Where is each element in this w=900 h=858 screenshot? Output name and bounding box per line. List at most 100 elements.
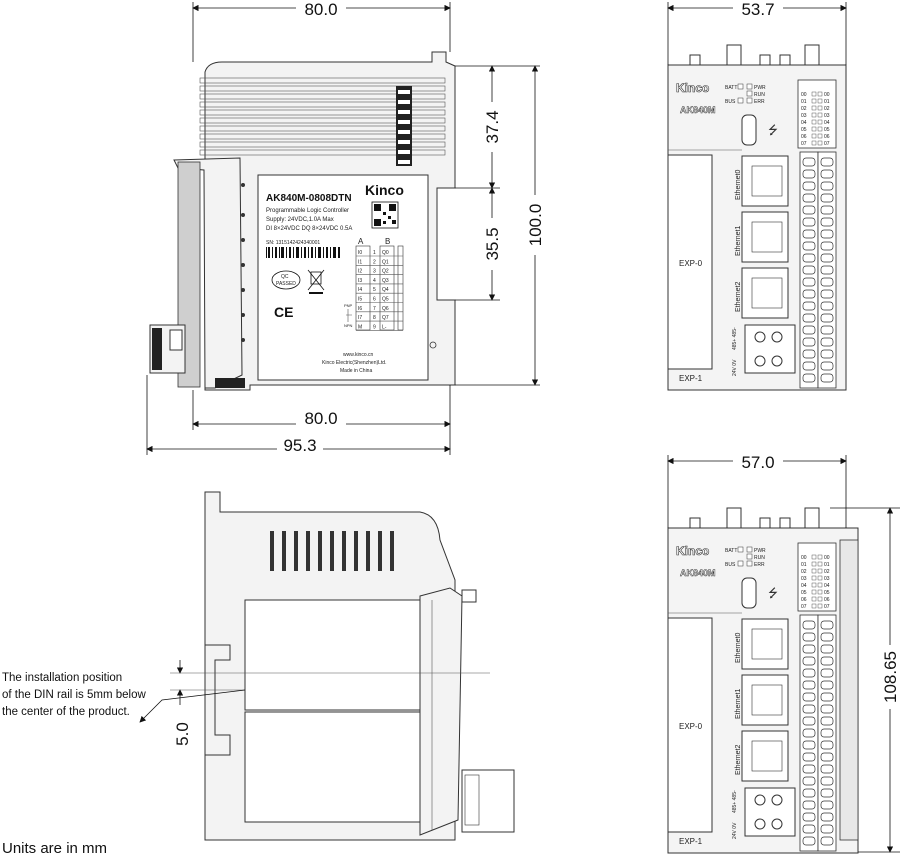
dim-rail-offset: 5.0 [173, 722, 192, 746]
terminal-slot [802, 337, 816, 347]
terminal-slot [802, 313, 816, 323]
dim-bottom-width: 80.0 [304, 409, 337, 428]
input-led [811, 105, 817, 111]
output-led [817, 589, 823, 595]
input-label: I5 [358, 297, 362, 303]
input-led-label: 00 [801, 92, 807, 98]
terminal-slot [802, 301, 816, 311]
terminal-block-dark [396, 86, 412, 166]
output-label: Q2 [382, 269, 389, 275]
front2-ethernet1-label: Ethernet1 [735, 689, 742, 719]
terminal-slot [802, 776, 816, 786]
dim-front-width: 53.7 [741, 0, 774, 19]
terminal-slot [820, 680, 834, 690]
terminal-slot [802, 704, 816, 714]
terminal-slot [820, 241, 834, 251]
terminal-slot [802, 361, 816, 371]
din-rail-note: The installation position of the DIN rai… [2, 670, 146, 721]
front2-ethernet0-label: Ethernet0 [735, 633, 742, 663]
col-b: B [385, 237, 390, 246]
batt-label: BATT [725, 85, 737, 91]
output-led-label: 06 [824, 134, 830, 140]
terminal-slot [820, 764, 834, 774]
input-led-label: 01 [801, 99, 807, 105]
terminal-slot [802, 205, 816, 215]
ethernet0-label: Ethernet0 [735, 170, 742, 200]
dim-upper-height: 37.4 [483, 110, 502, 143]
output-led-label: 01 [824, 99, 830, 105]
power-top-label: 485+ 485- [732, 327, 738, 350]
front2-power-top-label: 485+ 485- [732, 790, 738, 813]
pin-number: 5 [373, 287, 376, 293]
output-led [817, 133, 823, 139]
terminal-slot [802, 169, 816, 179]
output-led-label: 02 [824, 106, 830, 112]
input-led-label: 01 [801, 562, 807, 568]
terminal-slot [802, 692, 816, 702]
terminal-slot [820, 824, 834, 834]
terminal-slot [820, 644, 834, 654]
output-led [817, 554, 823, 560]
err-label: ERR [754, 99, 765, 105]
terminal-slot [820, 632, 834, 642]
power-bottom-label: 24V 0V [732, 359, 738, 376]
input-led [811, 568, 817, 574]
terminal-slot [802, 752, 816, 762]
label-brand: Kinco [365, 182, 404, 198]
exp-slot [667, 154, 713, 370]
terminal-slot [820, 776, 834, 786]
pin-number: 1 [373, 250, 376, 256]
output-led [817, 561, 823, 567]
cover-upper [244, 599, 426, 711]
label-io: DI 8×24VDC DQ 8×24VDC 0.5A [266, 226, 352, 232]
terminal-slot [820, 728, 834, 738]
pin-number: 6 [373, 297, 376, 303]
output-label: L- [382, 324, 387, 330]
terminal-slot [820, 656, 834, 666]
terminal-slot [802, 229, 816, 239]
npn-label: NPN [344, 323, 353, 328]
output-led-label: 04 [824, 583, 830, 589]
input-led [811, 603, 817, 609]
dim-front2-height: 108.65 [881, 651, 900, 703]
terminal-slot [802, 632, 816, 642]
input-led-label: 03 [801, 113, 807, 119]
terminal-slot [820, 349, 834, 359]
input-led-label: 07 [801, 604, 807, 610]
terminal-slot [820, 692, 834, 702]
label-model: AK840M-0808DTN [266, 193, 352, 204]
input-led-label: 04 [801, 120, 807, 126]
output-led-label: 05 [824, 590, 830, 596]
terminal-slot [820, 229, 834, 239]
terminal-slot [820, 313, 834, 323]
exp0-label: EXP-0 [679, 259, 703, 268]
note-line-1: The installation position [2, 672, 123, 684]
terminal-slot [820, 193, 834, 203]
vent-slots [270, 531, 394, 571]
input-label: I6 [358, 306, 362, 312]
terminal-slot [802, 740, 816, 750]
output-led [817, 105, 823, 111]
barcode [266, 247, 340, 258]
output-led [817, 112, 823, 118]
terminal-slot [802, 349, 816, 359]
front2-power-bottom-label: 24V 0V [732, 822, 738, 839]
terminal-slot [820, 668, 834, 678]
input-led-label: 02 [801, 569, 807, 575]
output-led-label: 07 [824, 604, 830, 610]
output-led-label: 01 [824, 562, 830, 568]
terminal-slot [802, 824, 816, 834]
terminal-slot [802, 716, 816, 726]
qc-badge [271, 270, 301, 290]
front2-ethernet-ports: Ethernet0 Ethernet1 Ethernet2 [735, 618, 789, 782]
ce-mark: CE [274, 304, 293, 320]
label-supply: Supply: 24VDC,1.0A Max [266, 217, 334, 223]
terminal-slot [820, 253, 834, 263]
terminal-slot [802, 289, 816, 299]
pwr-label: PWR [754, 85, 766, 91]
input-led [811, 561, 817, 567]
front-brand: Kinco [676, 81, 709, 95]
output-led [817, 91, 823, 97]
front2-bus-label: BUS [725, 562, 736, 568]
